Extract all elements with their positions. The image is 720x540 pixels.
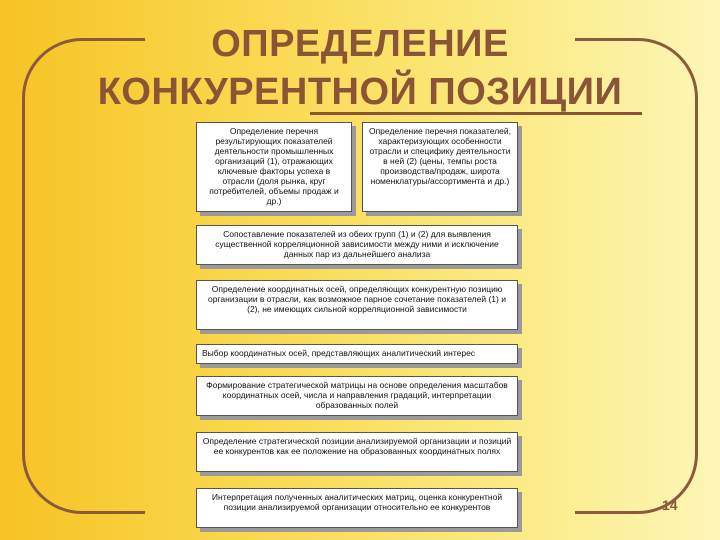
right-bracket-frame bbox=[575, 38, 698, 514]
slide-title-line2: КОНКУРЕНТНОЙ ПОЗИЦИИ bbox=[97, 71, 623, 113]
step-box-correlation: Сопоставление показателей из обеих групп… bbox=[196, 225, 518, 265]
slide-title-line1: ОПРЕДЕЛЕНИЕ bbox=[211, 23, 509, 65]
step-box-interpretation: Интерпретация полученных аналитических м… bbox=[196, 488, 518, 528]
left-bracket-frame bbox=[22, 38, 145, 514]
step-box-result-indicators: Определение перечня результирующих показ… bbox=[196, 122, 352, 212]
step-box-axis-selection: Выбор координатных осей, представляющих … bbox=[196, 344, 518, 364]
title-underline bbox=[310, 112, 642, 115]
step-box-industry-indicators: Определение перечня показателей, характе… bbox=[362, 122, 518, 212]
step-box-coordinate-axes: Определение координатных осей, определяю… bbox=[196, 280, 518, 330]
step-box-strategic-position: Определение стратегической позиции анали… bbox=[196, 432, 518, 472]
page-number: 14 bbox=[662, 497, 678, 513]
step-box-strategic-matrix: Формирование стратегической матрицы на о… bbox=[196, 376, 518, 416]
